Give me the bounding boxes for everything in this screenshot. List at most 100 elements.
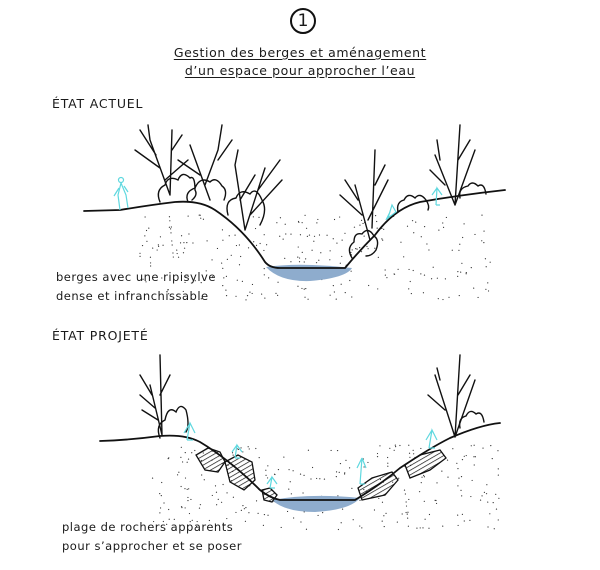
stipple-dot xyxy=(285,233,287,235)
stipple-dot xyxy=(426,243,428,245)
stipple-dot xyxy=(437,298,439,300)
stipple-dot xyxy=(393,273,395,275)
stipple-dot xyxy=(395,446,397,448)
stipple-dot xyxy=(423,274,426,276)
stipple-dot xyxy=(178,471,180,473)
stipple-dot xyxy=(254,227,257,230)
stipple-dot xyxy=(374,215,377,217)
stipple-dot xyxy=(401,513,403,515)
stipple-dot xyxy=(497,474,499,476)
stipple-dot xyxy=(344,472,346,474)
stipple-dot xyxy=(225,275,228,278)
stipple-dot xyxy=(167,289,169,291)
stipple-dot xyxy=(430,278,433,280)
stipple-dot xyxy=(186,274,189,276)
stipple-dot xyxy=(353,226,356,228)
stipple-dot xyxy=(186,461,188,463)
stipple-dot xyxy=(349,279,351,282)
stipple-dot xyxy=(360,219,363,221)
stipple-dot xyxy=(168,293,170,295)
caption-projected-line-1: plage de rochers apparents xyxy=(62,520,234,534)
stipple-dot xyxy=(191,452,193,454)
stipple-dot xyxy=(335,471,338,473)
stipple-dot xyxy=(194,449,196,452)
stipple-dot xyxy=(140,297,142,299)
stipple-dot xyxy=(317,218,319,221)
stipple-dot xyxy=(410,292,412,295)
stipple-dot xyxy=(308,234,311,236)
stipple-dot xyxy=(489,513,491,515)
stipple-dot xyxy=(180,485,182,488)
stipple-dot xyxy=(191,519,193,521)
stipple-dot xyxy=(492,501,494,504)
stipple-dot xyxy=(214,485,217,487)
stipple-dot xyxy=(226,492,228,494)
stipple-dot xyxy=(376,220,378,223)
stipple-dot xyxy=(490,445,492,447)
stipple-dot xyxy=(222,284,224,287)
stipple-dot xyxy=(168,518,170,520)
stipple-dot xyxy=(473,464,475,466)
stipple-dot xyxy=(200,282,202,284)
stipple-dot xyxy=(367,248,369,250)
stipple-dot xyxy=(141,244,144,247)
stipple-dot xyxy=(408,452,411,454)
stipple-dot xyxy=(145,281,147,283)
stipple-dot xyxy=(298,221,300,223)
stipple-dot xyxy=(208,519,210,522)
water-projected xyxy=(272,495,360,512)
stipple-dot xyxy=(235,295,237,297)
stipple-dot xyxy=(412,269,414,272)
stipple-dot xyxy=(477,296,479,299)
stipple-dot xyxy=(214,523,216,525)
stipple-dot xyxy=(338,471,340,473)
stipple-dot xyxy=(242,505,244,507)
stipple-dot xyxy=(301,287,303,290)
stipple-dot xyxy=(341,508,344,510)
stipple-dot xyxy=(263,249,265,252)
stipple-dot xyxy=(333,218,336,221)
stipple-dot xyxy=(376,452,379,455)
stipple-dot xyxy=(220,501,223,503)
current-state-section xyxy=(83,124,506,301)
stipple-dot xyxy=(173,518,175,520)
stipple-dot xyxy=(232,454,234,456)
stipple-dot xyxy=(160,495,162,497)
stipple-dot xyxy=(297,285,299,287)
stipple-dot xyxy=(277,294,279,297)
stipple-dot xyxy=(238,264,241,266)
stipple-dot xyxy=(244,520,247,522)
stipple-dot xyxy=(198,507,201,509)
stipple-dot xyxy=(176,474,179,476)
stipple-dot xyxy=(188,512,191,515)
stipple-dot xyxy=(263,267,265,270)
step-number-badge: 1 xyxy=(290,8,316,34)
rock xyxy=(195,447,226,473)
stipple-dot xyxy=(457,468,459,470)
stipple-dot xyxy=(168,216,171,218)
stipple-dot xyxy=(384,269,386,271)
stipple-dot xyxy=(263,513,266,516)
stipple-dot xyxy=(485,266,487,268)
stipple-dot xyxy=(290,493,292,495)
stipple-dot xyxy=(159,507,162,509)
stipple-dot xyxy=(159,512,161,514)
tree-cluster-left-current xyxy=(134,124,283,231)
stipple-dot xyxy=(341,255,343,258)
stipple-dot xyxy=(190,498,192,501)
stipple-dot xyxy=(481,240,483,242)
stipple-dot xyxy=(420,273,422,275)
stipple-dot xyxy=(170,232,172,234)
stipple-dot xyxy=(465,273,467,275)
stipple-dot xyxy=(225,295,228,297)
stipple-dot xyxy=(373,509,376,511)
stipple-dot xyxy=(234,234,236,236)
stipple-dot xyxy=(264,297,266,299)
stipple-dot xyxy=(303,474,305,477)
stipple-dot xyxy=(253,241,255,243)
stipple-dot xyxy=(221,229,224,231)
stipple-dot xyxy=(447,476,449,478)
stipple-dot xyxy=(436,482,438,484)
person-icon xyxy=(183,421,196,441)
stipple-dot xyxy=(403,256,405,258)
